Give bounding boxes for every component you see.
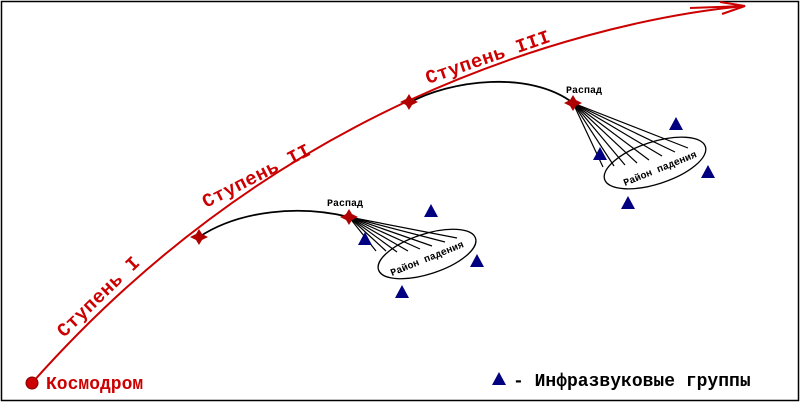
infrasound-groups [358, 117, 715, 298]
stage-2-debris-fan [348, 216, 458, 253]
separation-star-icon [190, 229, 208, 245]
breakup-label-2: Распад [566, 86, 602, 97]
separation-star-icon [400, 94, 418, 110]
legend-triangle-icon [492, 372, 506, 385]
triangle-icon [593, 147, 607, 160]
triangle-icon [669, 117, 683, 130]
triangle-icon [358, 232, 372, 245]
breakup-star-icon [340, 209, 358, 225]
trajectory-arrow-icon [689, 1, 746, 15]
stage-3-fall-trajectory [408, 81, 574, 104]
triangle-icon [424, 204, 438, 217]
triangle-icon [470, 254, 484, 267]
impact-zone-2 [603, 136, 707, 190]
cosmodrome-label: Космодром [46, 375, 143, 395]
legend-text: - Инфразвуковые группы [513, 372, 751, 392]
triangle-icon [621, 196, 635, 209]
breakup-label-1: Распад [327, 199, 363, 210]
cosmodrome-marker [25, 376, 39, 390]
triangle-icon [701, 165, 715, 178]
breakup-star-icon [564, 95, 582, 111]
main-trajectory [31, 5, 746, 384]
impact-zone-1 [377, 228, 477, 280]
stage-2-fall-trajectory [198, 209, 350, 238]
triangle-icon [395, 285, 409, 298]
